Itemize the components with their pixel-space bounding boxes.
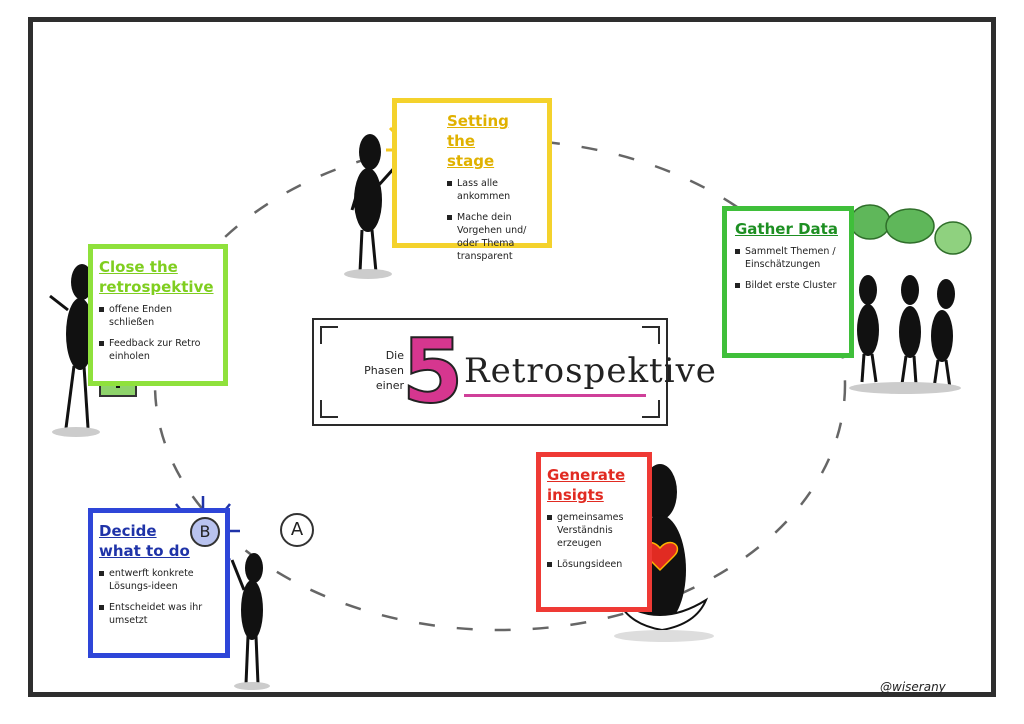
phase-close-title-line: retrospektive <box>99 278 214 296</box>
phase-close-title-line: Close the <box>99 258 178 276</box>
phase-decide-title: Decide what to do <box>99 521 219 561</box>
corner-mark <box>642 400 660 418</box>
phase-setting-card: Setting the stage Lass alle ankommen Mac… <box>392 98 552 262</box>
phase-setting-title: Setting the stage <box>447 111 539 171</box>
list-item: Mache dein Vorgehen und/ oder Thema tran… <box>447 211 539 263</box>
corner-mark <box>320 326 338 344</box>
phase-close-title: Close the retrospektive <box>99 257 217 297</box>
standing-figure <box>230 553 270 690</box>
presenter-figure <box>344 134 398 279</box>
phase-gather-title: Gather Data <box>735 219 841 239</box>
list-item: entwerft konkrete Lösungs-ideen <box>99 567 219 593</box>
list-item: Entscheidet was ihr umsetzt <box>99 601 219 627</box>
cycle-path <box>153 138 847 632</box>
center-intro-line: Die <box>385 349 404 362</box>
phase-gather-list: Sammelt Themen / Einschätzungen Bildet e… <box>735 245 841 292</box>
phase-gather-card: Gather Data Sammelt Themen / Einschätzun… <box>722 206 854 358</box>
cloud-icon <box>849 204 972 255</box>
list-item: offene Enden schließen <box>99 303 217 329</box>
list-item: gemeinsames Verständnis erzeugen <box>547 511 641 550</box>
phase-decide-title-line: what to do <box>99 542 190 560</box>
phase-generate-title-line: insigts <box>547 486 604 504</box>
phase-decide-list: entwerft konkrete Lösungs-ideen Entschei… <box>99 567 219 627</box>
corner-mark <box>642 326 660 344</box>
phase-close-card: Close the retrospektive offene Enden sch… <box>88 244 228 386</box>
list-item: Bildet erste Cluster <box>735 279 841 292</box>
list-item: Sammelt Themen / Einschätzungen <box>735 245 841 271</box>
phase-generate-title-line: Generate <box>547 466 626 484</box>
phase-decide-title-line: Decide <box>99 522 157 540</box>
center-word: Retrospektive <box>464 351 717 391</box>
phase-generate-title: Generate insigts <box>547 465 641 505</box>
center-intro: Die Phasen einer <box>344 348 404 393</box>
option-b-bubble: B <box>190 517 220 547</box>
thinking-figures <box>849 275 961 394</box>
waving-figure <box>49 264 100 437</box>
phase-setting-title-line: stage <box>447 152 495 170</box>
center-intro-line: Phasen <box>364 364 404 377</box>
list-item: Feedback zur Retro einholen <box>99 337 217 363</box>
phase-generate-card: Generate insigts gemeinsames Verständnis… <box>536 452 652 612</box>
center-intro-line: einer <box>375 379 404 392</box>
center-underline <box>464 394 646 397</box>
phase-close-list: offene Enden schließen Feedback zur Retr… <box>99 303 217 363</box>
center-number: 5 <box>401 320 464 423</box>
phase-setting-title-line: Setting the <box>447 112 509 150</box>
drawing-frame <box>28 17 996 697</box>
artist-signature: @wiserany <box>880 680 946 694</box>
list-item: Lass alle ankommen <box>447 177 539 203</box>
list-item: Lösungsideen <box>547 558 641 571</box>
option-a-bubble: A <box>280 513 314 547</box>
phase-gather-title-line: Gather Data <box>735 220 838 238</box>
corner-mark <box>320 400 338 418</box>
phase-setting-list: Lass alle ankommen Mache dein Vorgehen u… <box>447 177 539 263</box>
center-title-box: Die Phasen einer 5 Retrospektive <box>312 318 716 426</box>
phase-generate-list: gemeinsames Verständnis erzeugen Lösungs… <box>547 511 641 571</box>
